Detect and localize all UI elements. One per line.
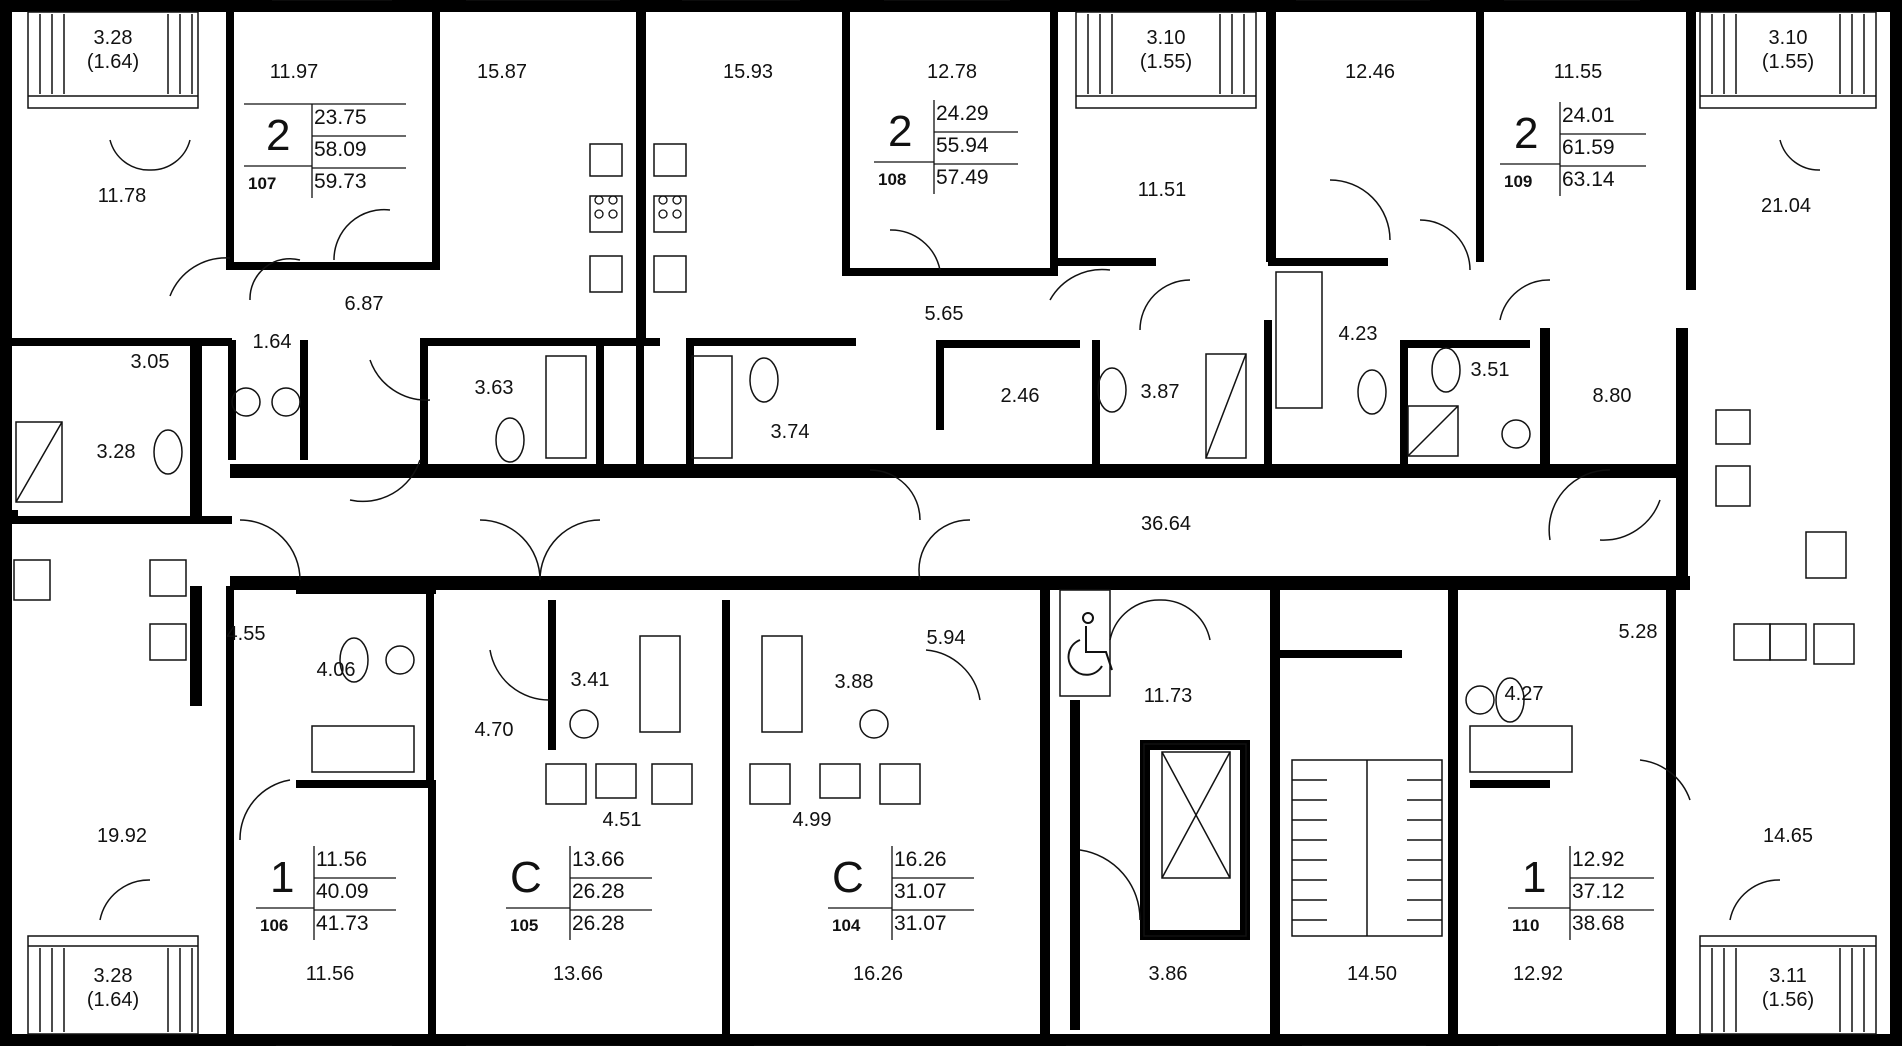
balcony-area-label: 3.10 (1.55): [1139, 27, 1193, 73]
room-area-label: 4.23: [1338, 323, 1378, 345]
room-area-label: 15.87: [476, 61, 528, 83]
room-area-label: 21.04: [1760, 195, 1812, 217]
balcony-area-label: 3.11 (1.56): [1761, 965, 1815, 1011]
room-area-label: 3.05: [130, 351, 170, 373]
room-area-label: 3.74: [770, 421, 810, 443]
full-area: 38.68: [1572, 912, 1625, 935]
room-area-label: 4.55: [226, 623, 266, 645]
room-area-label: 4.70: [474, 719, 514, 741]
full-area: 59.73: [314, 170, 367, 193]
room-area-label: 6.87: [344, 293, 384, 315]
apartment-card-109: 2 109 24.01 61.59 63.14: [1500, 102, 1662, 196]
room-count: 1: [270, 853, 295, 902]
room-count: 2: [266, 111, 291, 160]
apartment-card-104: С 104 16.26 31.07 31.07: [828, 846, 978, 940]
room-area-label: 8.80: [1592, 385, 1632, 407]
total-area: 58.09: [314, 138, 367, 161]
room-count: С: [510, 853, 542, 902]
total-area: 55.94: [936, 134, 989, 157]
total-area: 40.09: [316, 880, 369, 903]
living-area: 16.26: [894, 848, 947, 871]
room-area-label: 13.66: [552, 963, 604, 985]
room-count: 1: [1522, 853, 1547, 902]
balcony-area-label: 3.28 (1.64): [86, 27, 140, 73]
total-area: 31.07: [894, 880, 947, 903]
apartment-number: 108: [878, 170, 907, 189]
room-area-label: 3.41: [570, 669, 610, 691]
room-area-label: 5.94: [926, 627, 966, 649]
room-area-label: 5.28: [1618, 621, 1658, 643]
living-area: 24.29: [936, 102, 989, 125]
room-area-label: 12.46: [1344, 61, 1396, 83]
room-count: 2: [1514, 109, 1539, 158]
room-area-label: 3.87: [1140, 381, 1180, 403]
room-area-label: 4.51: [602, 809, 642, 831]
room-area-label: 19.92: [96, 825, 148, 847]
living-area: 13.66: [572, 848, 625, 871]
balcony-area-label: 3.10 (1.55): [1761, 27, 1815, 73]
living-area: 11.56: [316, 848, 367, 871]
full-area: 26.28: [572, 912, 625, 935]
room-area-label: 3.51: [1470, 359, 1510, 381]
living-area: 12.92: [1572, 848, 1625, 871]
room-area-label: 11.78: [97, 185, 147, 207]
living-area: 24.01: [1562, 104, 1615, 127]
full-area: 57.49: [936, 166, 989, 189]
apartment-number: 109: [1504, 172, 1533, 191]
room-area-label: 36.64: [1140, 513, 1192, 535]
room-area-label: 16.26: [852, 963, 904, 985]
room-area-label: 3.63: [474, 377, 514, 399]
fixtures: [13, 0, 1902, 1046]
total-area: 61.59: [1562, 136, 1615, 159]
apartment-card-110: 1 110 12.92 37.12 38.68: [1508, 846, 1658, 940]
apartment-number: 104: [832, 916, 861, 935]
room-area-label: 3.28: [96, 441, 136, 463]
room-area-label: 15.93: [722, 61, 774, 83]
room-area-label: 5.65: [924, 303, 964, 325]
room-area-label: 11.97: [269, 61, 319, 83]
room-area-label: 12.78: [926, 61, 978, 83]
room-count: С: [832, 853, 864, 902]
room-area-label: 11.73: [1143, 685, 1193, 707]
room-area-label: 12.92: [1512, 963, 1564, 985]
stove-icon: [594, 195, 682, 219]
apartment-number: 106: [260, 916, 289, 935]
room-count: 2: [888, 107, 913, 156]
room-area-label: 4.99: [792, 809, 832, 831]
room-area-label: 11.56: [305, 963, 355, 985]
apartment-number: 105: [510, 916, 539, 935]
apartment-number: 110: [1512, 916, 1540, 935]
room-area-label: 4.27: [1504, 683, 1544, 705]
room-area-label: 11.55: [1553, 61, 1603, 83]
apartment-card-107: 2 107 23.75 58.09 59.73: [244, 104, 406, 198]
apartment-card-108: 2 108 24.29 55.94 57.49: [874, 100, 1036, 194]
apartment-number: 107: [248, 174, 277, 193]
full-area: 63.14: [1562, 168, 1615, 191]
full-area: 31.07: [894, 912, 947, 935]
room-area-label: 3.88: [834, 671, 874, 693]
room-area-label: 3.86: [1148, 963, 1188, 985]
balcony-area-label: 3.28 (1.64): [86, 965, 140, 1011]
room-area-label: 14.50: [1346, 963, 1398, 985]
apartment-card-105: С 105 13.66 26.28 26.28: [506, 846, 656, 940]
total-area: 26.28: [572, 880, 625, 903]
room-area-label: 1.64: [252, 331, 292, 353]
room-area-label: 14.65: [1762, 825, 1814, 847]
room-area-label: 2.46: [1000, 385, 1040, 407]
full-area: 41.73: [316, 912, 369, 935]
living-area: 23.75: [314, 106, 367, 129]
room-area-label: 11.51: [1137, 179, 1187, 201]
wheelchair-icon: [1067, 612, 1113, 676]
apartment-card-106: 1 106 11.56 40.09 41.73: [256, 846, 396, 940]
total-area: 37.12: [1572, 880, 1625, 903]
room-area-label: 4.06: [316, 659, 356, 681]
